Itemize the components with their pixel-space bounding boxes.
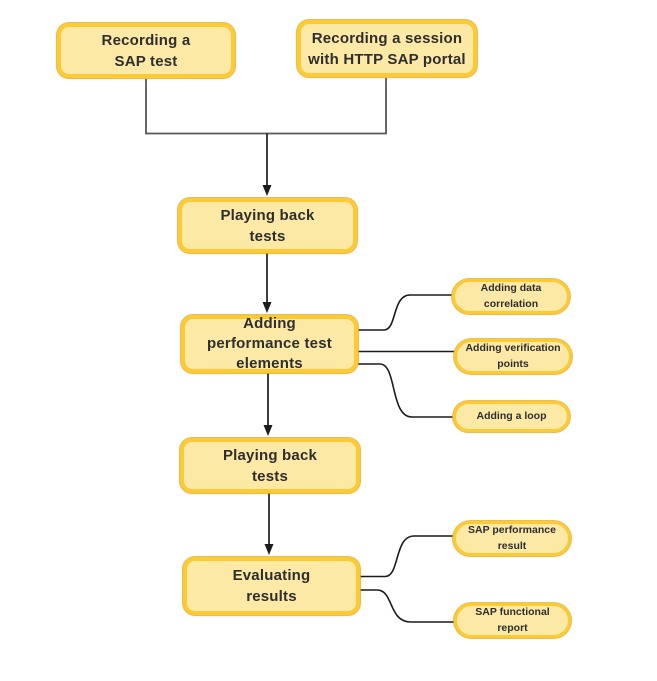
connector-adding-a-loop: [358, 363, 453, 418]
callout-sap-functional-report: SAP functional report: [454, 603, 571, 638]
connector-adding-data-correlation: [358, 294, 452, 331]
callout-sap-performance-result: SAP performance result: [453, 521, 571, 556]
node-playing-back-tests-1: Playing back tests: [178, 198, 357, 253]
connector-sap-functional-report: [360, 589, 454, 623]
node-recording-sap-test: Recording a SAP test: [57, 23, 235, 78]
connector-merge-bracket: [145, 78, 387, 135]
callout-adding-data-correlation: Adding data correlation: [452, 279, 570, 314]
arrowhead-to-adding-elements: [262, 302, 272, 313]
node-evaluating-results: Evaluating results: [183, 557, 360, 615]
node-adding-performance-test-elements: Adding performance test elements: [181, 315, 358, 373]
node-recording-session-http-sap-portal: Recording a session with HTTP SAP portal: [297, 20, 477, 77]
arrowhead-to-playing-back-2: [263, 425, 273, 436]
callout-adding-verification-points: Adding verification points: [454, 339, 572, 374]
arrowhead-to-evaluating-results: [264, 544, 274, 555]
callout-adding-a-loop: Adding a loop: [453, 401, 570, 432]
connector-sap-performance-result: [360, 535, 453, 578]
arrowhead-to-playing-back-1: [262, 185, 272, 196]
node-playing-back-tests-2: Playing back tests: [180, 438, 360, 493]
